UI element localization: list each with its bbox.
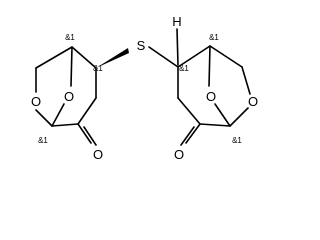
right-ring-oxygen: O xyxy=(248,94,258,109)
bond-c2-o-carbonyl-a xyxy=(77,123,92,144)
left-bicyclic-unit: O O O &1 &1 &1 xyxy=(31,33,129,162)
bond-c2-o-carbonyl-b xyxy=(83,126,97,146)
bond-c4-h xyxy=(176,28,179,66)
bond-c3-c2 xyxy=(177,97,201,125)
right-bicyclic-unit: H O O O &1 &1 &1 xyxy=(172,14,258,162)
left-top-stereo-label: &1 xyxy=(65,33,75,42)
bond-c2-c1 xyxy=(199,123,231,127)
left-ring-oxygen: O xyxy=(31,94,41,109)
sulfur-linker: S xyxy=(137,38,179,68)
bond-c2-o-carbonyl-b xyxy=(180,126,195,146)
chemical-structure-diagram: O O O &1 &1 &1 S H O O O &1 &1 &1 xyxy=(31,14,258,162)
bond-bridge-o-c1 xyxy=(214,103,231,127)
bond-c2-o-carbonyl-a xyxy=(185,123,201,144)
structure-svg: O O O &1 &1 &1 S H O O O &1 &1 &1 xyxy=(31,14,258,162)
bond-c5-c6 xyxy=(209,45,243,68)
bond-c5-c6 xyxy=(35,46,73,69)
right-carbonyl-oxygen: O xyxy=(174,147,184,162)
bond-c4-c5 xyxy=(177,45,211,68)
bond-c3-c2 xyxy=(77,97,97,125)
bond-bridge-o-c1 xyxy=(51,103,65,127)
bond-s-c4-right xyxy=(148,46,179,68)
left-carbonyl-oxygen: O xyxy=(93,147,103,162)
right-cs-stereo-label: &1 xyxy=(179,64,189,73)
left-cs-stereo-label: &1 xyxy=(93,64,103,73)
hydrogen-atom: H xyxy=(172,14,181,29)
bond-c2-c1 xyxy=(51,123,79,127)
bond-o-c1 xyxy=(35,109,53,127)
left-bridge-oxygen: O xyxy=(64,89,74,104)
right-bridge-oxygen: O xyxy=(206,89,216,104)
bond-o-c1 xyxy=(229,107,249,127)
right-bottom-stereo-label: &1 xyxy=(232,136,242,145)
wedge-bond-c4-s xyxy=(96,48,129,68)
left-bottom-stereo-label: &1 xyxy=(38,136,48,145)
bond-c5-c4 xyxy=(71,46,97,69)
sulfur-atom: S xyxy=(137,38,146,53)
bond-c6-o xyxy=(241,66,251,95)
bond-c5-bridge-o xyxy=(208,45,211,87)
right-top-stereo-label: &1 xyxy=(209,33,219,42)
bond-c5-bridge-o xyxy=(70,46,73,87)
